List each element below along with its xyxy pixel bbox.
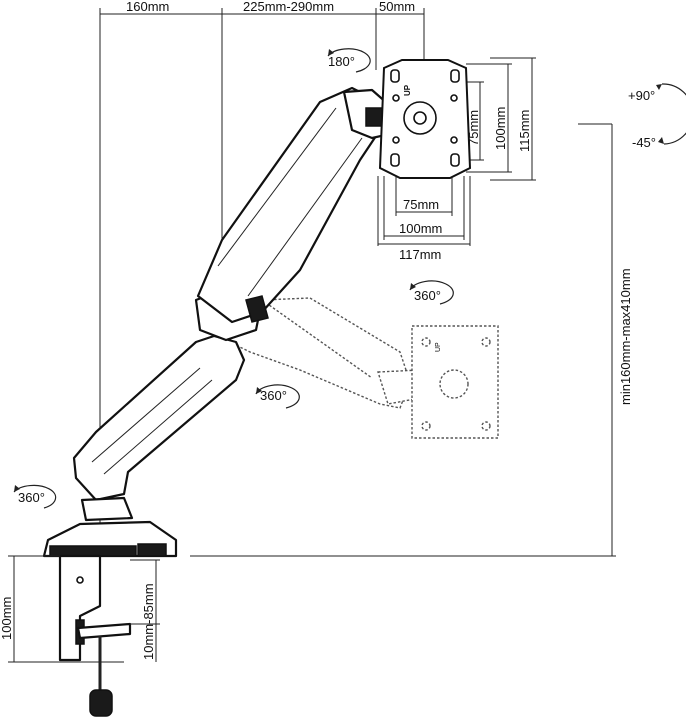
dim-160: 160mm	[126, 0, 169, 14]
plate-up-mark: UP	[403, 84, 412, 96]
rotation-180-label: 180°	[328, 54, 355, 69]
desk-clamp	[58, 554, 132, 717]
dim-vesa-h75: 75mm	[403, 197, 439, 212]
dim-vesa-v115: 115mm	[517, 110, 532, 152]
lower-arm	[72, 334, 246, 502]
rotation-360-base-label: 360°	[18, 490, 45, 505]
dim-vesa-h117: 117mm	[399, 247, 441, 262]
vesa-plate	[378, 59, 472, 179]
tilt-indicator	[656, 83, 686, 145]
rotation-360-mid-label: 360°	[260, 388, 287, 403]
dim-clamp-height: 100mm	[0, 597, 14, 640]
tilt-down-label: -45°	[632, 135, 656, 150]
monitor-arm	[72, 86, 392, 502]
dim-reach: 225mm-290mm	[243, 0, 334, 14]
rotation-360-head-label: 360°	[414, 288, 441, 303]
rotation-360-base-badge	[13, 484, 57, 509]
dim-height-range: min160mm-max410mm	[618, 268, 633, 405]
rotation-360-mid-badge	[255, 384, 300, 409]
dim-50: 50mm	[379, 0, 415, 14]
height-range-lines	[190, 123, 616, 557]
desk-base	[42, 496, 178, 558]
dim-vesa-v100: 100mm	[493, 107, 508, 150]
dim-desk-thickness: 10mm-85mm	[141, 583, 156, 660]
tilt-up-label: +90°	[628, 88, 655, 103]
plate-up-mark-ghost: UP	[435, 342, 442, 352]
dim-vesa-h100: 100mm	[399, 221, 442, 236]
vesa-dimension-lines	[377, 57, 536, 246]
rotation-180-badge	[327, 48, 371, 73]
rotation-360-head-badge	[409, 280, 454, 305]
clamp-dimension-lines	[8, 555, 160, 663]
